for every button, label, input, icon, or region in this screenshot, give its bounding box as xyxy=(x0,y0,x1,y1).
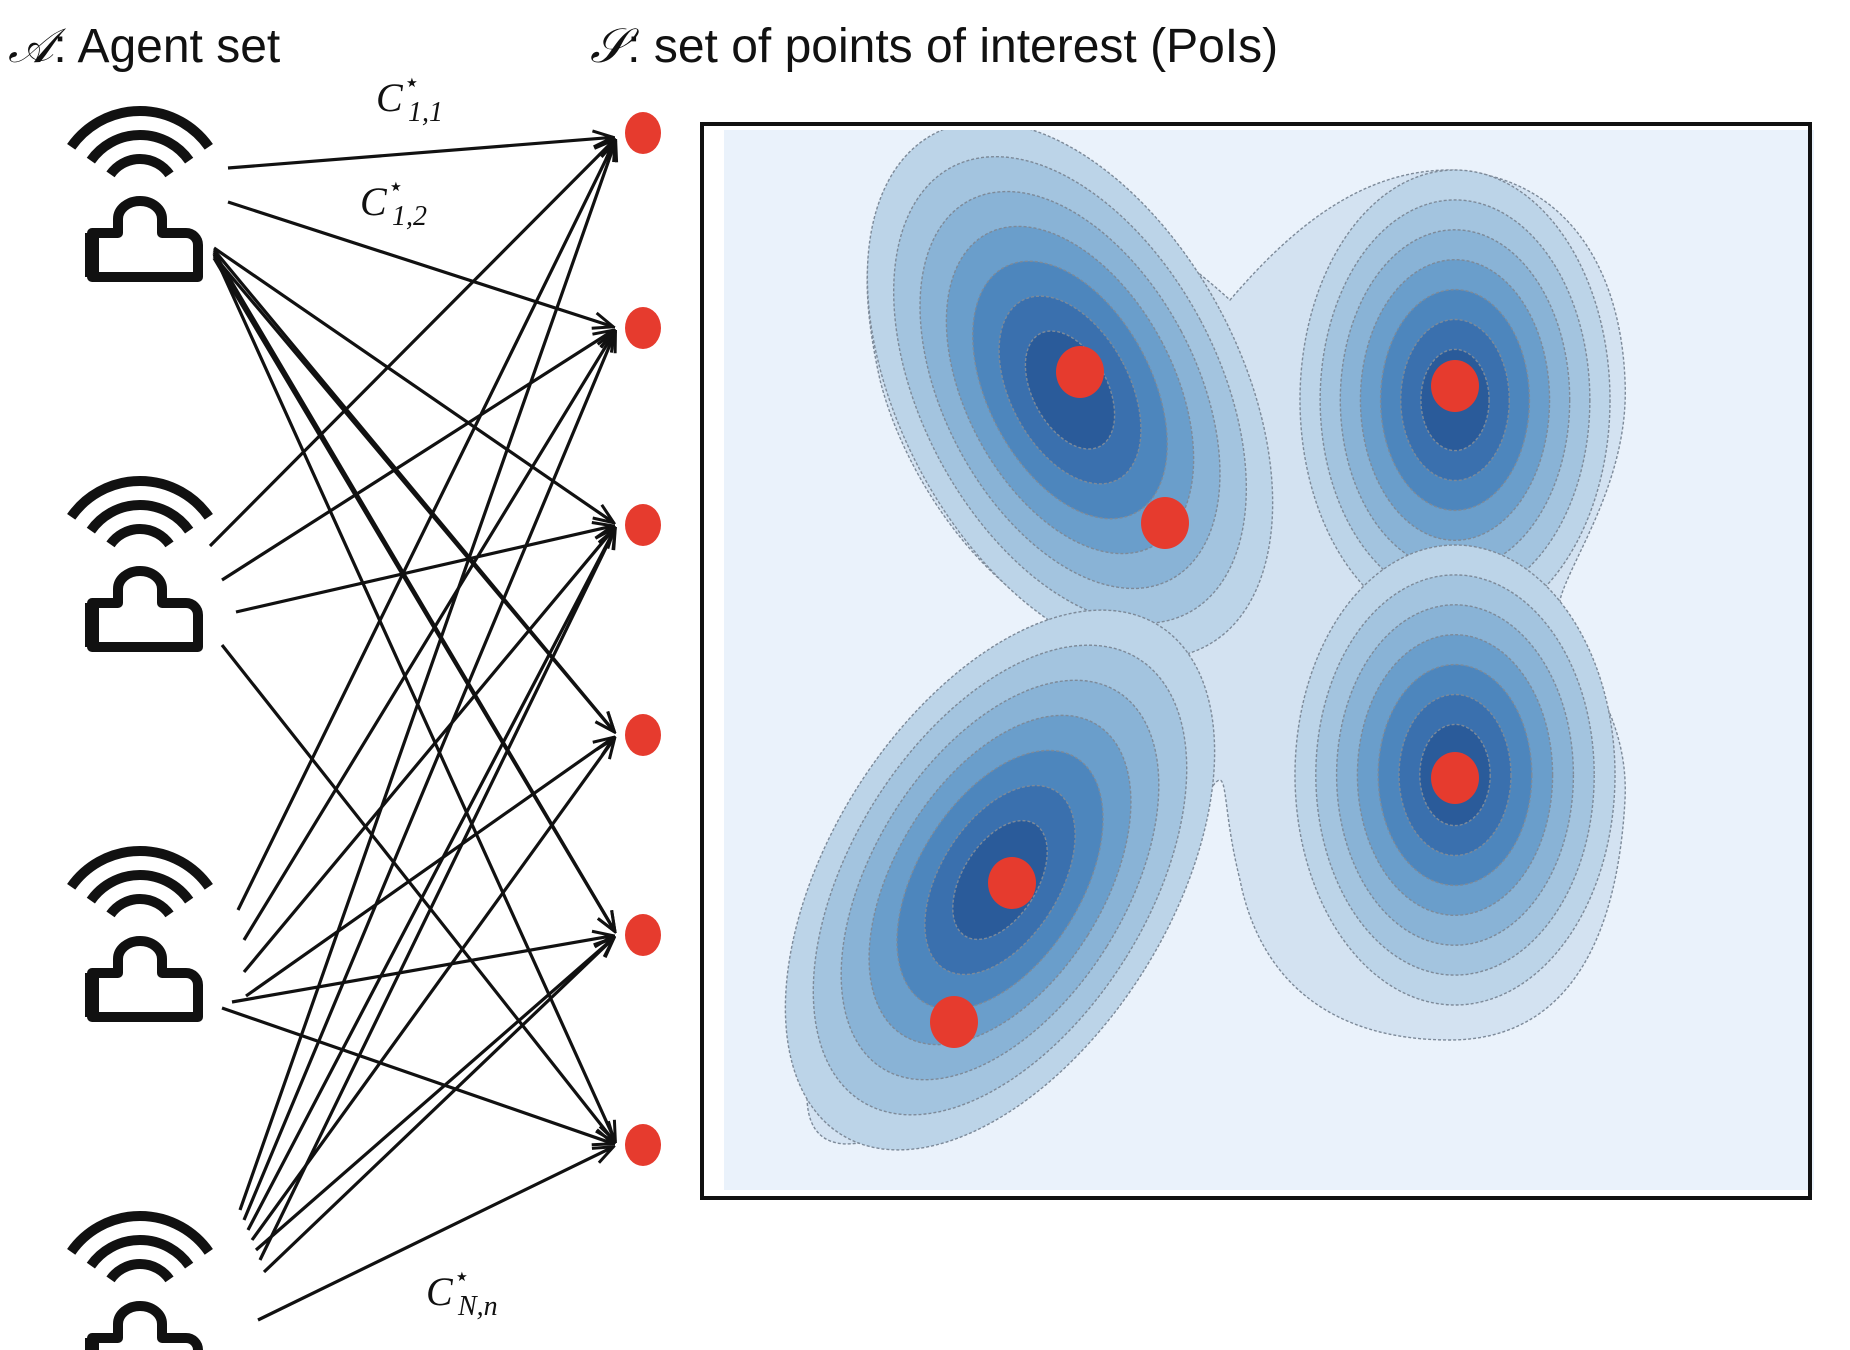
edge-agent1-poi1 xyxy=(227,137,613,170)
edge-agent4-poi5 xyxy=(254,938,614,1252)
edge-label-cnn-letter: C xyxy=(426,1269,453,1314)
edge-label-cnn-star: ⋆ xyxy=(453,1262,470,1291)
edge-agent2-poi1 xyxy=(208,140,614,548)
edge-agent1-poi2 xyxy=(227,200,613,327)
edge-label-c11-star: ⋆ xyxy=(403,68,420,97)
edge-agent1-poi4 xyxy=(212,254,614,732)
poi-set-text: : set of points of interest (PoIs) xyxy=(627,20,1279,73)
map-poi-marker xyxy=(988,857,1036,909)
edge-label-c11-letter: C xyxy=(376,75,403,120)
agent-set-text: : Agent set xyxy=(53,20,281,73)
edge-label-cnn: C⋆N,n xyxy=(426,1262,498,1322)
map-poi-marker xyxy=(930,996,978,1048)
edge-agent3-poi4 xyxy=(245,737,614,998)
poi-marker xyxy=(625,307,661,349)
poi-set-symbol: 𝒮 xyxy=(590,18,628,74)
edge-agent2-poi2 xyxy=(221,330,614,582)
edge-agent4-poi1 xyxy=(238,141,616,1211)
edge-agent2-poi3 xyxy=(235,526,613,614)
agent-set-symbol: 𝒜 xyxy=(8,18,54,74)
map-poi-marker xyxy=(1056,346,1104,398)
agent-column xyxy=(67,106,213,1350)
edge-agent1-poi5 xyxy=(212,257,615,932)
map-poi-marker xyxy=(1141,497,1189,549)
edge-agent3-poi1 xyxy=(236,141,615,911)
edge-agent2-poi6 xyxy=(220,644,615,1142)
edge-label-c11-sub: 1,1 xyxy=(407,97,443,128)
wireless-sensor-icon xyxy=(67,1211,213,1350)
edge-agent4-poi6 xyxy=(257,1147,613,1322)
poi-marker xyxy=(625,112,661,154)
edge-label-c12-letter: C xyxy=(360,179,387,224)
edge-label-c12-star: ⋆ xyxy=(387,172,404,201)
wireless-sensor-icon xyxy=(67,476,213,652)
agent-poi-edges xyxy=(208,137,616,1322)
edge-agent3-poi3 xyxy=(242,528,614,974)
edge-agent1-poi3 xyxy=(213,246,614,523)
edge-agent3-poi5 xyxy=(231,936,613,1004)
poi-marker xyxy=(625,914,661,956)
edge-label-c12-sub: 1,2 xyxy=(391,201,427,232)
poi-set-heading: 𝒮: set of points of interest (PoIs) xyxy=(590,18,1278,75)
wireless-sensor-icon xyxy=(67,846,213,1022)
density-panel-frame xyxy=(700,122,1812,1200)
map-poi-markers xyxy=(930,346,1479,1048)
edge-agent4-poi2 xyxy=(242,332,615,1221)
edge-agent4-poi5 xyxy=(262,938,614,1274)
poi-marker xyxy=(625,504,661,546)
poi-marker xyxy=(625,1124,661,1166)
poi-marker xyxy=(625,714,661,756)
edge-agent4-poi4 xyxy=(250,738,615,1241)
edge-agent4-poi3 xyxy=(258,529,615,1261)
edge-agent4-poi3 xyxy=(246,529,615,1231)
wireless-sensor-icon xyxy=(67,106,213,282)
edge-label-c12: C⋆1,2 xyxy=(360,172,427,232)
map-poi-marker xyxy=(1431,360,1479,412)
agent-set-heading: 𝒜: Agent set xyxy=(8,18,280,75)
density-panel xyxy=(700,122,1814,1200)
edge-label-cnn-sub: N,n xyxy=(457,1291,498,1322)
edge-agent3-poi2 xyxy=(242,331,615,941)
poi-column xyxy=(625,112,661,1166)
edge-agent3-poi6 xyxy=(221,1006,613,1144)
map-poi-marker xyxy=(1431,752,1479,804)
edge-label-c11: C⋆1,1 xyxy=(376,68,443,128)
